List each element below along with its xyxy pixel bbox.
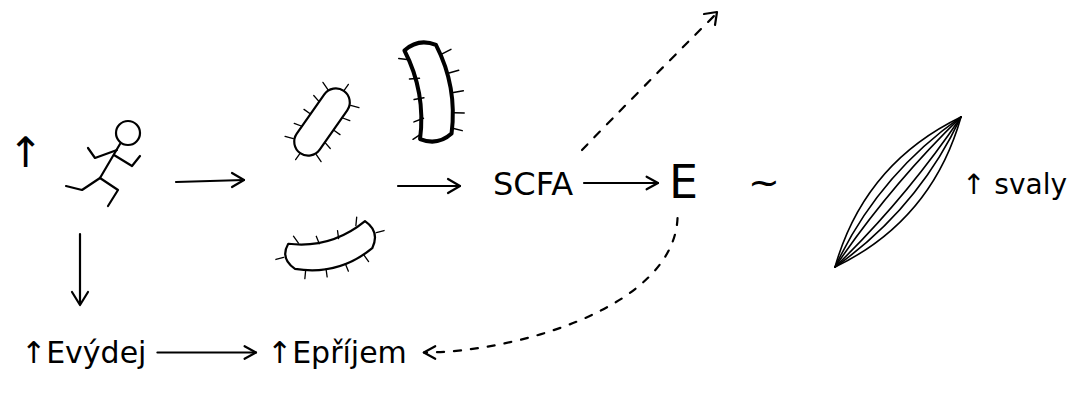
node-text: ↑Evýdej [21,335,146,370]
flow-arrow [398,179,460,193]
node-text: E [669,155,698,209]
muscle-label: ↑ svaly [962,168,1067,201]
flow-arrow [72,234,88,305]
text-node: ↑Evýdej [16,332,151,373]
connector [424,218,678,359]
text-node: E [664,152,703,212]
node-text: ↑Epříjem [267,335,407,370]
text-node: SCFA [488,162,578,206]
node-text: SCFA [493,165,573,203]
bacteria [271,37,471,289]
dashed-arrow [582,12,717,150]
increase-arrow: ↑ [8,128,43,177]
connector [584,177,658,189]
connector [157,346,256,358]
runner-figure [66,121,140,206]
flow-arrow [176,173,244,187]
muscle-illustration [818,103,978,281]
text-node: ↑Epříjem [262,332,412,373]
similarity-sign: ~ [748,160,780,204]
